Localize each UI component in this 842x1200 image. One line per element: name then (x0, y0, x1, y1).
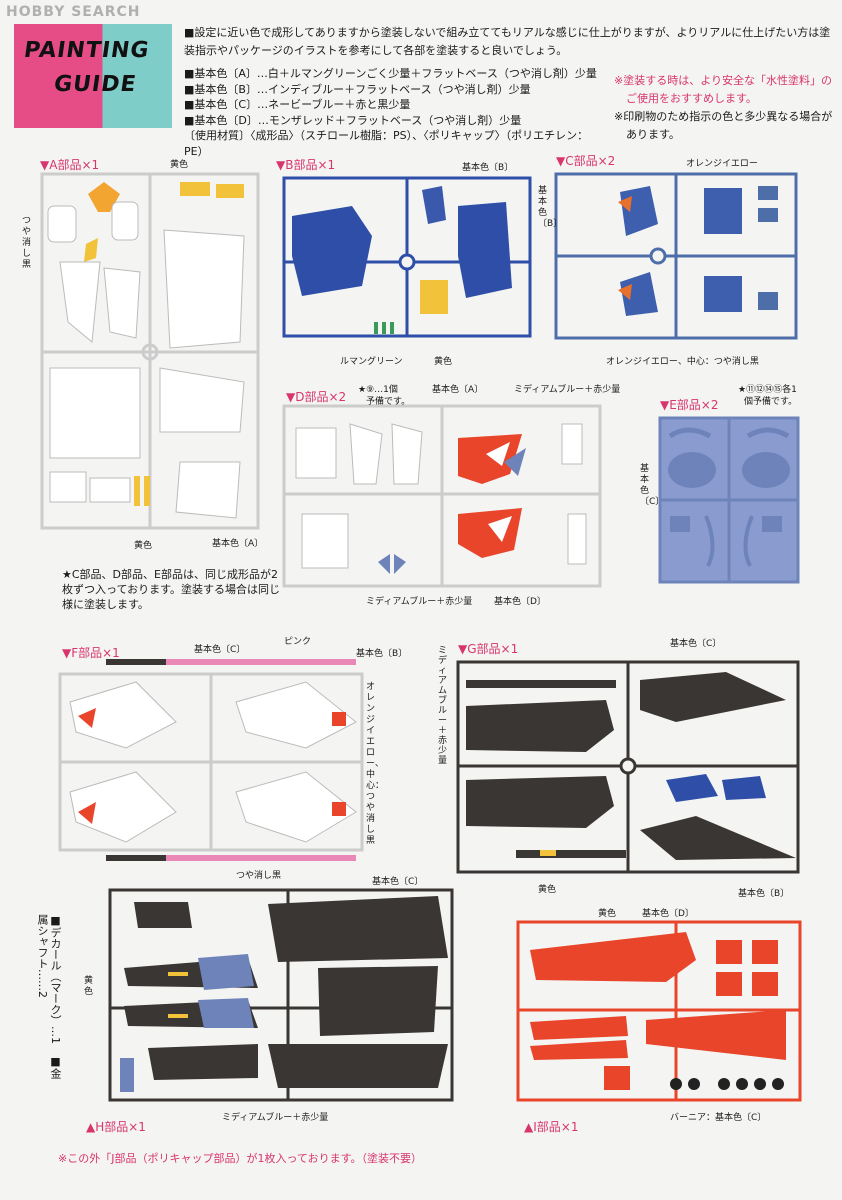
logo-line-2: GUIDE (52, 72, 139, 97)
section-c-title: ▼C部品×2 (556, 154, 616, 168)
runner-i (516, 920, 802, 1102)
section-h-title: ▲H部品×1 (86, 1120, 146, 1134)
note-line-1: ※塗装する時は、より安全な「水性塗料」の (614, 74, 832, 87)
color-line-a: ■基本色〔A〕…白＋ルマングリーンごく少量＋フラットベース（つや消し剤）少量 (184, 67, 597, 80)
color-line-b: ■基本色〔B〕…インディブルー＋フラットベース（つや消し剤）少量 (184, 82, 531, 96)
section-d-title: ▼D部品×2 (286, 390, 347, 404)
watermark: HOBBY SEARCH (6, 4, 141, 20)
a-yellow-label: 黄色 (170, 160, 189, 170)
i-yellow-label: 黄色 (598, 909, 617, 919)
note-line-4: あります。 (626, 128, 680, 141)
d-spare-label: ★⑨…1個 (358, 385, 398, 395)
a-yellow-label-2: 黄色 (134, 541, 153, 551)
section-e-title: ▼E部品×2 (660, 398, 719, 412)
e-spare-label-2: 個予備です。 (744, 397, 798, 407)
d-medium-label-2: ミディアムブルー＋赤少量 (366, 597, 473, 607)
runner-g (456, 660, 800, 874)
f-base-c-label: 基本色〔C〕 (194, 645, 246, 655)
g-medium-label: ミディアムブルー＋赤少量 (438, 646, 448, 766)
base-color-list: ■基本色〔A〕…白＋ルマングリーンごく少量＋フラットベース（つや消し剤）少量 ■… (184, 66, 604, 159)
painting-guide-logo: PAINTING GUIDE (14, 24, 172, 128)
note-line-3: ※印刷物のため指示の色と多少異なる場合が (614, 110, 833, 123)
footer-note: ※この外「J部品（ポリキャップ部品）が1枚入っております。（塗装不要） (58, 1152, 422, 1165)
runner-d (282, 404, 602, 588)
d-spare-label-2: 予備です。 (366, 397, 411, 407)
section-a-title: ▼A部品×1 (40, 158, 100, 172)
d-medium-label: ミディアムブルー＋赤少量 (514, 385, 621, 395)
runner-f (58, 659, 364, 861)
c-orange-center-label: オレンジイエロー、中心：つや消し黒 (606, 357, 759, 367)
runner-a (40, 172, 260, 530)
e-base-label: 基本色〔C〕 (640, 464, 665, 507)
b-yellow-label: 黄色 (434, 357, 453, 367)
i-base-d-label: 基本色〔D〕 (642, 909, 694, 919)
f-orange-label: オレンジイエロー、中心：つや消し黒 (366, 682, 385, 846)
runner-e (658, 416, 800, 584)
h-yellow-label: 黄色 (84, 976, 94, 997)
paint-notes: ※塗装する時は、より安全な「水性塗料」の ご使用をおすすめします。 ※印刷物のた… (614, 72, 834, 144)
runner-h (108, 888, 454, 1102)
f-pink-label: ピンク (284, 637, 312, 647)
color-line-d: ■基本色〔D〕…モンザレッド＋フラットベース（つや消し剤）少量 (184, 113, 522, 127)
section-i-title: ▲I部品×1 (524, 1120, 579, 1134)
a-flat-black-label: つや消し黒 (22, 216, 32, 270)
runner-c (554, 172, 798, 340)
g-yellow-label: 黄色 (538, 885, 557, 895)
logo-line-1: PAINTING (22, 38, 152, 63)
h-base-c-label: 基本色〔C〕 (372, 877, 424, 887)
b-green-label: ルマングリーン (340, 357, 403, 367)
c-orange-label: オレンジイエロー (686, 159, 758, 169)
material-line: 〔使用材質〕〈成形品〉（スチロール樹脂：PS）、〈ポリキャップ〉（ポリエチレン：… (184, 129, 589, 158)
accessories-note: ■デカール（マーク）…1 ■金属シャフト……2 (36, 914, 62, 1079)
b-base-label: 基本色〔B〕 (462, 163, 514, 173)
section-f-title: ▼F部品×1 (62, 646, 120, 660)
d-base-a-label: 基本色〔A〕 (432, 385, 484, 395)
h-medium-label: ミディアムブルー＋赤少量 (222, 1113, 329, 1123)
f-flat-black-label: つや消し黒 (236, 871, 282, 881)
note-line-2: ご使用をおすすめします。 (626, 92, 757, 105)
same-parts-note: ★C部品、D部品、E部品は、同じ成形品が2枚ずつ入っております。塗装する場合は同… (62, 568, 281, 611)
runner-b (282, 176, 532, 338)
e-spare-label: ★⑪⑫⑭⑮各1 (738, 385, 797, 395)
i-vernier-label: バーニア：基本色〔C〕 (670, 1113, 767, 1123)
section-g-title: ▼G部品×1 (458, 642, 519, 656)
intro-text: ■設定に近い色で成形してありますから塗装しないで組み立ててもリアルな感じに仕上が… (184, 26, 831, 57)
g-base-c-label: 基本色〔C〕 (670, 639, 722, 649)
c-base-label: 基本色〔B〕 (538, 186, 563, 229)
a-base-label: 基本色〔A〕 (212, 539, 264, 549)
g-base-b-label: 基本色〔B〕 (738, 889, 790, 899)
f-base-b-label: 基本色〔B〕 (356, 649, 408, 659)
d-base-d-label: 基本色〔D〕 (494, 597, 546, 607)
color-line-c: ■基本色〔C〕…ネービーブルー＋赤と黒少量 (184, 98, 411, 111)
section-b-title: ▼B部品×1 (276, 158, 336, 172)
